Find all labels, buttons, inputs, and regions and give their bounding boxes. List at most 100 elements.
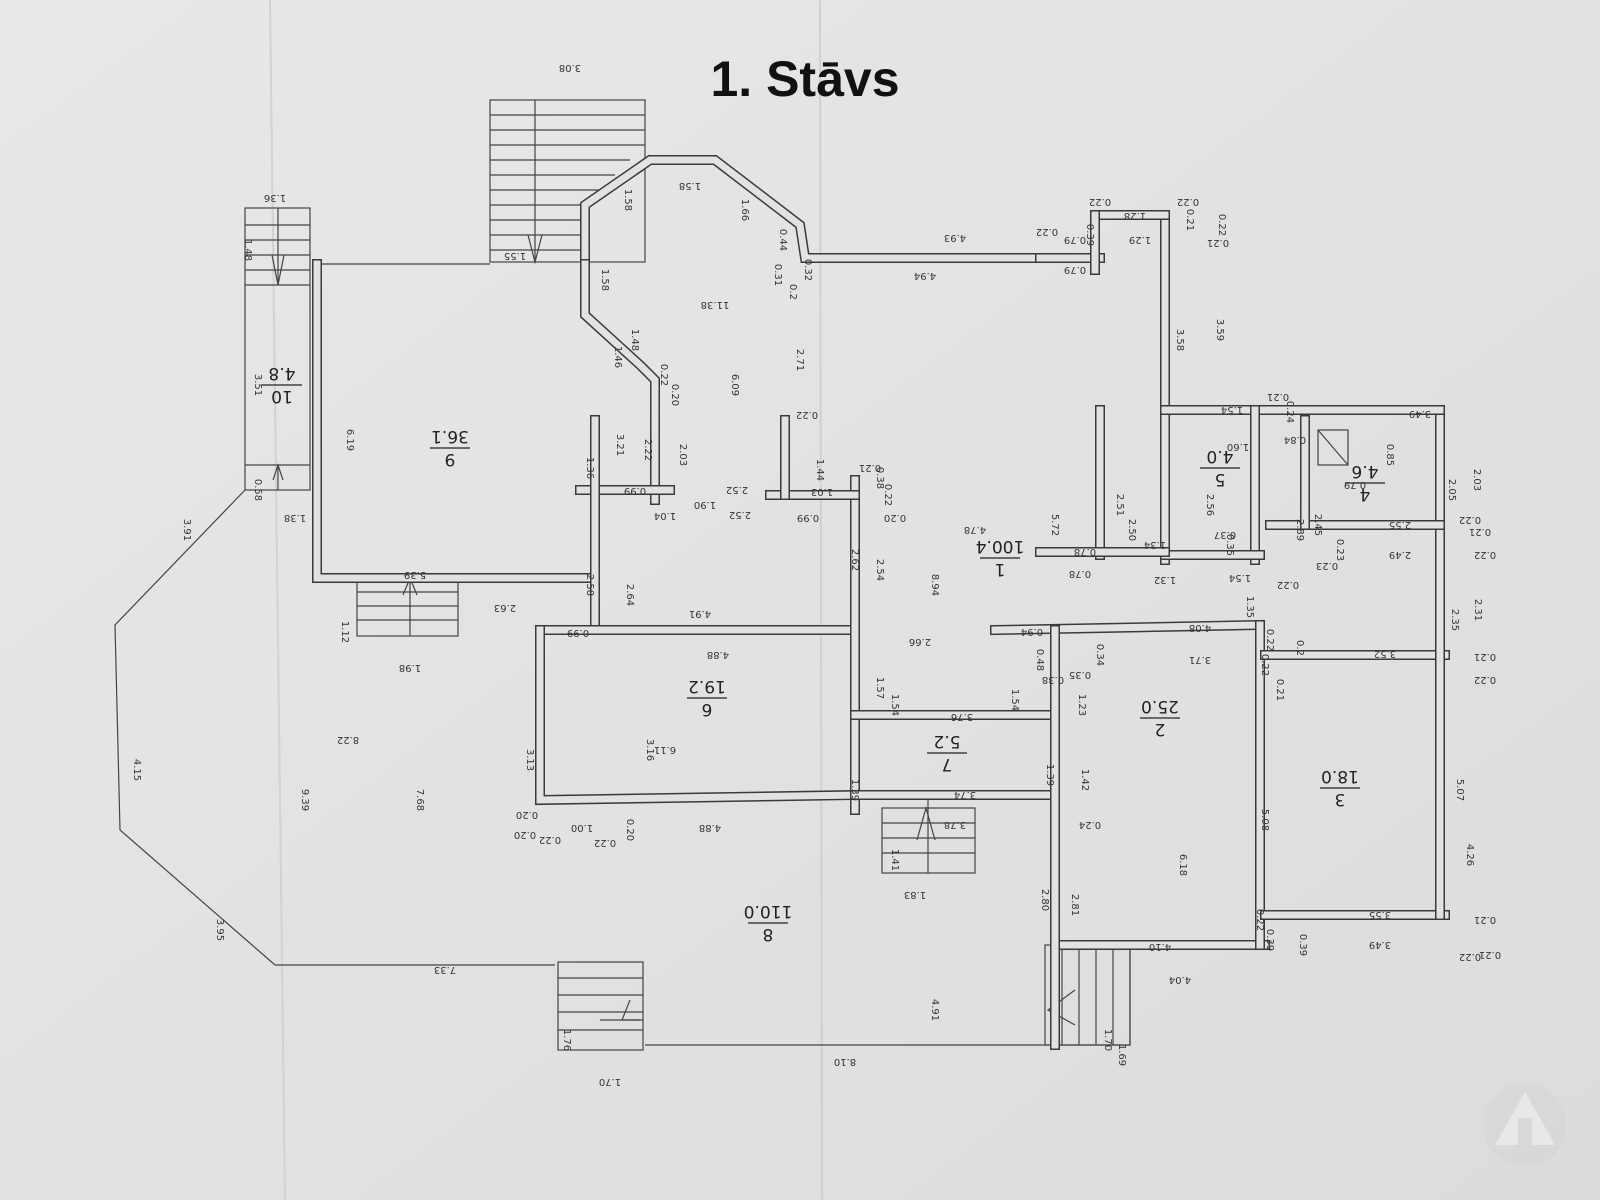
dimension-label: 1.28 <box>1124 210 1146 221</box>
dimension-label: 0.20 <box>669 384 680 406</box>
dimension-label: 0.22 <box>1254 909 1265 931</box>
walls <box>312 155 1450 1050</box>
dimension-label: 0.99 <box>797 512 819 523</box>
dimension-label: 5.08 <box>1259 809 1270 831</box>
room-label-4: 44.6 <box>1345 461 1385 504</box>
dimension-label: 3.13 <box>524 749 535 771</box>
dimension-label: 0.22 <box>1259 654 1270 676</box>
dimension-label: 0.37 <box>1214 529 1236 540</box>
dimension-label: 2.31 <box>1472 599 1483 621</box>
room-number: 2 <box>1155 719 1166 739</box>
dimension-label: 4.26 <box>1464 844 1475 866</box>
dimension-label: 3.52 <box>1374 648 1396 659</box>
dimension-label: 0.99 <box>624 485 646 496</box>
room-area: 4.0 <box>1206 446 1233 466</box>
dimension-label: 0.22 <box>1474 674 1496 685</box>
dimension-label: 8.22 <box>337 734 359 745</box>
dimension-label: 0.39 <box>1264 929 1275 951</box>
dimension-label: 0.94 <box>1021 626 1043 637</box>
dimension-label: 2.03 <box>1471 469 1482 491</box>
dimension-label: 0.35 <box>1224 534 1235 556</box>
dimension-label: 2.35 <box>1449 609 1460 631</box>
dimension-label: 9.39 <box>299 789 310 811</box>
dimension-label: 2.80 <box>1039 889 1050 911</box>
dimension-label: 4.15 <box>131 759 142 781</box>
room-label-9: 936.1 <box>430 426 470 469</box>
dimension-label: 1.32 <box>1154 574 1176 585</box>
stairs-bottom-left <box>557 961 644 1051</box>
dimension-label: 3.91 <box>181 519 192 541</box>
dimension-label: 2.45 <box>1312 514 1323 536</box>
dimension-label: 0.24 <box>1284 401 1295 423</box>
dimension-label: 1.70 <box>1102 1029 1113 1051</box>
dimension-label: 1.00 <box>571 822 593 833</box>
dimension-label: 3.08 <box>559 62 581 73</box>
dimension-label: 2.58 <box>584 574 595 596</box>
dimension-label: 2.66 <box>909 636 931 647</box>
dimension-label: 0.21 <box>1267 391 1289 402</box>
dimension-label: 3.59 <box>1214 319 1225 341</box>
dimension-label: 1.03 <box>811 486 833 497</box>
dimension-label: 1.44 <box>814 459 825 481</box>
room-label-10: 104.8 <box>262 363 302 406</box>
room-area: 19.2 <box>688 676 726 696</box>
watermark-logo-icon <box>1483 1083 1567 1167</box>
dimension-label: 0.22 <box>1459 951 1481 962</box>
dimension-label: 0.20 <box>514 829 536 840</box>
dimension-label: 1.54 <box>1229 572 1251 583</box>
dimension-label: 0.23 <box>1316 560 1338 571</box>
dimension-label: 3.55 <box>1369 909 1391 920</box>
dimension-label: 2.50 <box>1126 519 1137 541</box>
dimension-label: 1.57 <box>874 677 885 699</box>
room-number: 5 <box>1215 469 1226 489</box>
dimension-label: 0.22 <box>1036 226 1058 237</box>
dimension-label: 2.52 <box>729 509 751 520</box>
dimension-label: 0.84 <box>1284 434 1306 445</box>
dimension-label: 2.05 <box>1446 479 1457 501</box>
dimension-label: 1.48 <box>629 329 640 351</box>
dimension-label: 1.38 <box>284 512 306 523</box>
dimension-label: 0.21 <box>1207 237 1229 248</box>
dimension-label: 2.52 <box>726 484 748 495</box>
dimension-label: 1.58 <box>599 269 610 291</box>
dimension-label: 0.2 <box>787 284 798 300</box>
dimension-label: 1.54 <box>1221 404 1243 415</box>
dimension-label: 0.24 <box>1079 819 1101 830</box>
room-area: 4.6 <box>1351 461 1378 481</box>
dimension-label: 1.58 <box>679 180 701 191</box>
dimension-label: 1.90 <box>694 499 716 510</box>
dimension-label: 0.85 <box>1384 444 1395 466</box>
dimension-label: 0.22 <box>1459 514 1481 525</box>
dimension-label: 1.34 <box>1144 539 1166 550</box>
dimension-label: 0.48 <box>1034 649 1045 671</box>
dimension-label: 0.79 <box>1344 479 1366 490</box>
dimension-label: 1.23 <box>1076 694 1087 716</box>
dimension-label: 6.09 <box>729 374 740 396</box>
dimension-label: 5.72 <box>1049 514 1060 536</box>
dimension-label: 3.58 <box>1174 329 1185 351</box>
stairs-top <box>489 99 646 265</box>
wall <box>313 260 599 582</box>
dimension-label: 1.55 <box>504 250 526 261</box>
dimension-label: 4.08 <box>1189 622 1211 633</box>
dimension-label: 4.88 <box>699 822 721 833</box>
dimension-label: 2.81 <box>1069 894 1080 916</box>
dimension-label: 4.93 <box>944 232 966 243</box>
room-number: 3 <box>1335 789 1346 809</box>
room-number: 4 <box>1360 484 1371 504</box>
dimension-label: 0.79 <box>1064 264 1086 275</box>
dimension-label: 0.21 <box>1479 949 1501 960</box>
dimension-label: 0.58 <box>252 479 263 501</box>
dimension-label: 0.21 <box>859 462 881 473</box>
dimension-label: 8.10 <box>834 1056 856 1067</box>
dimension-label: 0.23 <box>1334 539 1345 561</box>
room-label-6: 619.2 <box>687 676 727 719</box>
wall <box>581 156 1054 268</box>
dimension-label: 0.21 <box>1469 526 1491 537</box>
room-labels: 1100.4225.0318.044.654.0619.275.28110.09… <box>262 363 1385 944</box>
dimension-label: 0.44 <box>777 229 788 251</box>
stairs-room-4 <box>1317 429 1349 466</box>
dimension-label: 1.36 <box>264 192 286 203</box>
dimension-label: 3.16 <box>644 739 655 761</box>
